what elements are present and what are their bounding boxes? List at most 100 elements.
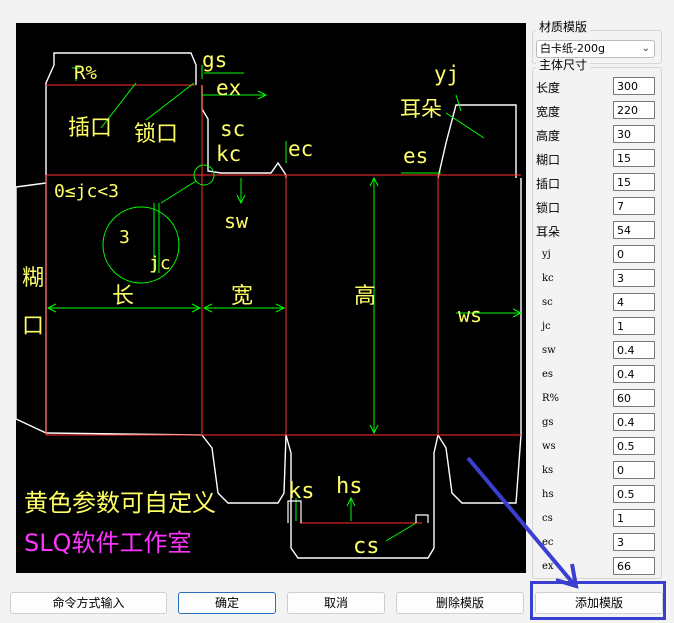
param-input[interactable]: [613, 557, 655, 575]
param-input[interactable]: [613, 269, 655, 287]
param-label: es: [542, 369, 554, 380]
param-input[interactable]: [613, 485, 655, 503]
param-row: ks: [536, 461, 658, 480]
param-input[interactable]: [613, 317, 655, 335]
param-label: sc: [542, 297, 553, 308]
param-input[interactable]: [613, 293, 655, 311]
param-label: sw: [542, 345, 556, 356]
param-row: 宽度: [536, 101, 658, 120]
material-select[interactable]: 白卡纸-200g ⌄: [536, 40, 655, 58]
material-template-title: 材质模版: [536, 20, 591, 34]
param-input[interactable]: [613, 245, 655, 263]
param-row: 插口: [536, 173, 658, 192]
param-input[interactable]: [613, 437, 655, 455]
param-row: gs: [536, 413, 658, 432]
add-template-highlight: [530, 581, 666, 620]
param-input[interactable]: [613, 365, 655, 383]
param-label: 高度: [536, 129, 561, 143]
param-row: sc: [536, 293, 658, 312]
cut-lines: [16, 52, 522, 559]
dimension-lines: [46, 65, 523, 542]
param-input[interactable]: [613, 77, 655, 95]
label-gs: gs: [202, 48, 227, 72]
add-template-button[interactable]: 添加模版: [535, 592, 663, 614]
label-length: 长: [112, 284, 134, 309]
caption-studio: SLQ软件工作室: [24, 529, 192, 557]
param-label: yj: [542, 249, 551, 260]
param-row: 锁口: [536, 197, 658, 216]
param-row: 长度: [536, 77, 658, 96]
label-glue-2: 口: [22, 314, 44, 339]
label-sw: sw: [224, 209, 249, 233]
label-jc: jc: [149, 253, 171, 274]
param-row: 糊口: [536, 149, 658, 168]
param-label: R%: [542, 393, 560, 404]
param-input[interactable]: [613, 413, 655, 431]
param-label: kc: [542, 273, 554, 284]
param-row: sw: [536, 341, 658, 360]
param-label: cs: [542, 513, 553, 524]
param-row: hs: [536, 485, 658, 504]
param-input[interactable]: [613, 149, 655, 167]
param-label: 锁口: [536, 201, 561, 215]
param-input[interactable]: [613, 533, 655, 551]
label-lock: 锁口: [134, 122, 178, 147]
param-input[interactable]: [613, 461, 655, 479]
label-sc: sc: [220, 117, 245, 141]
label-width: 宽: [231, 284, 253, 309]
label-ex: ex: [216, 76, 241, 100]
label-glue-1: 糊: [22, 266, 44, 291]
label-ears: 耳朵: [400, 97, 442, 121]
label-yj: yj: [434, 62, 459, 86]
param-input[interactable]: [613, 197, 655, 215]
delete-template-button[interactable]: 删除模版: [396, 592, 524, 614]
label-kc: kc: [216, 142, 241, 166]
label-height: 高: [354, 284, 376, 309]
caption-yellow-params: 黄色参数可自定义: [24, 489, 216, 517]
param-row: cs: [536, 509, 658, 528]
param-labels: R% 插口 锁口 gs ex sc kc ec yj 耳朵 es 0≤jc<3 …: [54, 48, 482, 559]
param-row: ws: [536, 437, 658, 456]
label-es: es: [403, 144, 428, 168]
param-input[interactable]: [613, 509, 655, 527]
param-label: gs: [542, 417, 554, 428]
cancel-button[interactable]: 取消: [287, 592, 385, 614]
command-input-button[interactable]: 命令方式输入: [10, 592, 167, 614]
param-label: ws: [542, 441, 556, 452]
param-label: 糊口: [536, 153, 561, 167]
drawing-canvas: R% 插口 锁口 gs ex sc kc ec yj 耳朵 es 0≤jc<3 …: [16, 23, 526, 573]
label-hs: hs: [336, 474, 363, 499]
label-insert: 插口: [68, 116, 112, 141]
param-label: ex: [542, 561, 554, 572]
label-ec: ec: [288, 137, 313, 161]
param-input[interactable]: [613, 125, 655, 143]
param-row: 耳朵: [536, 221, 658, 240]
box-dieline-diagram: R% 插口 锁口 gs ex sc kc ec yj 耳朵 es 0≤jc<3 …: [16, 48, 523, 559]
param-input[interactable]: [613, 173, 655, 191]
param-label: hs: [542, 489, 554, 500]
param-row: jc: [536, 317, 658, 336]
param-row: 高度: [536, 125, 658, 144]
stub-lines: [287, 500, 429, 523]
param-row: ec: [536, 533, 658, 552]
material-select-value: 白卡纸-200g: [540, 42, 605, 55]
param-input[interactable]: [613, 221, 655, 239]
label-ws: ws: [458, 303, 482, 327]
label-three: 3: [119, 227, 130, 248]
param-input[interactable]: [613, 101, 655, 119]
body-size-group: [532, 67, 662, 579]
param-row: ex: [536, 557, 658, 576]
fold-lines: [45, 84, 521, 524]
label-r-percent: R%: [74, 62, 97, 84]
param-input[interactable]: [613, 389, 655, 407]
ok-button[interactable]: 确定: [178, 592, 276, 614]
label-cs: cs: [353, 534, 380, 559]
param-label: 宽度: [536, 105, 561, 119]
glue-label-group: 糊 口: [22, 266, 44, 339]
param-row: R%: [536, 389, 658, 408]
param-input[interactable]: [613, 341, 655, 359]
body-size-title: 主体尺寸: [536, 58, 591, 72]
param-label: 长度: [536, 81, 561, 95]
param-label: 耳朵: [536, 225, 561, 239]
material-template-group: [532, 30, 662, 64]
